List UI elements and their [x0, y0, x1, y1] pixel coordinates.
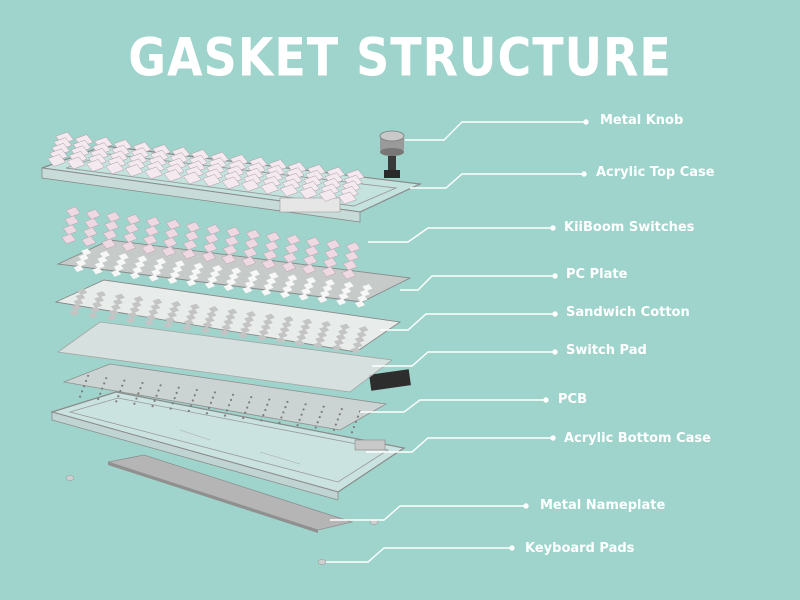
label-pc-plate: PC Plate [566, 267, 628, 282]
leader-line-switch-pad [372, 351, 555, 367]
label-acrylic-top-case: Acrylic Top Case [596, 165, 715, 180]
leader-line-pcb [360, 399, 546, 413]
acrylic-bottom-case-part [49, 391, 406, 501]
metal-knob-part [379, 130, 405, 178]
switch-pad-part [56, 321, 394, 393]
label-metal-knob: Metal Knob [600, 113, 684, 128]
leader-line-sandwich-cotton [380, 313, 555, 331]
label-switch-pad: Switch Pad [566, 343, 647, 358]
label-keyboard-pads: Keyboard Pads [525, 541, 635, 556]
kiiboom-switches-part [61, 206, 361, 280]
pc-plate-part [56, 239, 412, 308]
leader-line-pc-plate [400, 275, 555, 291]
label-acrylic-bottom-case: Acrylic Bottom Case [564, 431, 711, 446]
leader-lines [326, 119, 589, 563]
leader-line-acrylic-top-case [410, 173, 584, 189]
leader-line-kiiboom-switches [368, 227, 553, 243]
metal-nameplate-part [107, 454, 354, 533]
label-kiiboom-switches: KiiBoom Switches [564, 220, 695, 235]
label-metal-nameplate: Metal Nameplate [540, 498, 666, 513]
keyboard-pads-part [65, 475, 379, 565]
sandwich-cotton-part [54, 279, 402, 354]
leader-line-acrylic-bottom-case [366, 437, 553, 453]
leader-line-metal-nameplate [330, 505, 526, 521]
leader-line-metal-knob [405, 121, 586, 141]
diagram-title: GASKET STRUCTURE [128, 25, 672, 89]
pcb-part [62, 363, 411, 434]
leader-line-keyboard-pads [326, 547, 512, 563]
keycaps-part [47, 131, 365, 205]
label-sandwich-cotton: Sandwich Cotton [566, 305, 690, 320]
label-pcb: PCB [558, 392, 587, 407]
